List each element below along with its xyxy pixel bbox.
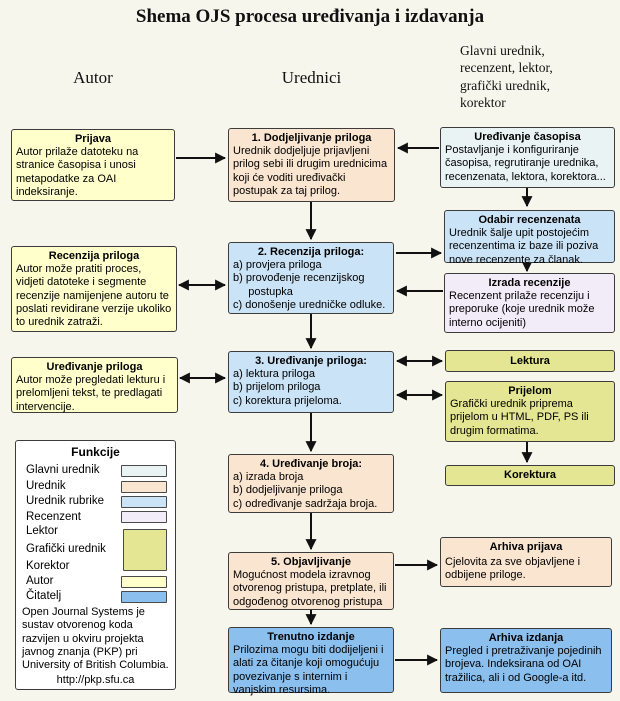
box-uredjivanje-autor-title: Uređivanje priloga bbox=[46, 361, 143, 373]
box-uredjivanje-casopisa: Uređivanje časopisa Postavljanje i konfi… bbox=[440, 127, 615, 188]
legend-swatch-lektor-grafik-korektor bbox=[123, 528, 167, 571]
legend-swatch-recenzent bbox=[121, 511, 167, 524]
legend-label: Grafički urednik bbox=[26, 542, 106, 555]
box-prijelom: Prijelom Grafički urednik priprema prije… bbox=[445, 381, 615, 442]
column-header-roles: Glavni urednik, recenzent, lektor, grafi… bbox=[460, 43, 553, 110]
box-korak4-broj: 4. Uređivanje broja: a) izrada broja b) … bbox=[228, 454, 394, 513]
column-header-autor: Autor bbox=[73, 68, 113, 87]
box-korak2-title: 2. Recenzija priloga: bbox=[257, 246, 365, 258]
box-korak4-title: 4. Uređivanje broja: bbox=[259, 458, 363, 470]
legend-label: Glavni urednik bbox=[26, 464, 100, 477]
box-izrada-recenzije: Izrada recenzije Recenzent prilaže recen… bbox=[444, 273, 615, 333]
box-arhiva-izdanja-title: Arhiva izdanja bbox=[488, 632, 564, 644]
box-trenutno-izdanje-title: Trenutno izdanje bbox=[267, 631, 355, 643]
box-arhiva-prijava-body: Cjelovita za sve objavljene i odbijene p… bbox=[445, 556, 584, 582]
box-recenzija-autor-body: Autor može pratiti proces, vidjeti datot… bbox=[16, 263, 175, 328]
box-korak5-objavljivanje: 5. Objavljivanje Mogućnost modela izravn… bbox=[228, 552, 394, 610]
box-korak1-title: 1. Dodjeljivanje priloga bbox=[251, 132, 372, 144]
box-korak2-body: a) provjera priloga b) provođenje recenz… bbox=[233, 259, 386, 311]
legend-label: Recenzent bbox=[26, 510, 81, 523]
legend-url: http://pkp.sfu.ca bbox=[56, 673, 135, 686]
legend-label: Urednik bbox=[26, 479, 66, 492]
box-odabir-recenzenata: Odabir recenzenata Urednik šalje upit po… bbox=[444, 210, 615, 266]
legend-swatch-citatelj bbox=[121, 591, 167, 604]
legend-swatch-urednik bbox=[121, 480, 167, 493]
box-arhiva-prijava-title: Arhiva prijava bbox=[489, 541, 563, 553]
legend-label: Korektor bbox=[26, 560, 70, 573]
box-korak4-body: a) izrada broja b) dodjeljivanje priloga… bbox=[233, 471, 378, 510]
box-korak5-title: 5. Objavljivanje bbox=[270, 556, 352, 568]
legend-label: Čitatelj bbox=[26, 590, 62, 603]
legend-row-autor: Autor bbox=[16, 574, 175, 589]
box-arhiva-izdanja-body: Pregled i pretraživanje pojedinih brojev… bbox=[445, 645, 605, 684]
legend-label: Urednik rubrike bbox=[26, 495, 104, 508]
box-recenzija-autor: Recenzija priloga Autor može pratiti pro… bbox=[11, 246, 177, 332]
box-korak1-dodjeljivanje: 1. Dodjeljivanje priloga Urednik dodjelj… bbox=[228, 128, 395, 202]
box-korektura-title: Korektura bbox=[504, 469, 556, 482]
column-header-urednici: Urednici bbox=[281, 68, 342, 87]
box-korak5-body: Mogućnost modela izravnog otvorenog pris… bbox=[233, 569, 390, 608]
box-odabir-recenzenata-body: Urednik šalje upit postojećim recenzenti… bbox=[449, 227, 602, 266]
box-trenutno-izdanje-body: Prilozima mogu biti dodijeljeni i alati … bbox=[233, 644, 387, 696]
box-uredjivanje-casopisa-body: Postavljanje i konfiguriranje časopisa, … bbox=[445, 144, 606, 183]
legend-title: Funkcije bbox=[71, 445, 120, 459]
box-trenutno-izdanje: Trenutno izdanje Prilozima mogu biti dod… bbox=[228, 627, 394, 696]
legend-funkcije: Funkcije Glavni urednik Urednik Urednik … bbox=[15, 440, 176, 690]
legend-row-urednik-rubrike: Urednik rubrike bbox=[16, 494, 175, 509]
box-prijava: Prijava Autor prilaže datoteku na strani… bbox=[11, 129, 175, 201]
box-korak3-title: 3. Uređivanje priloga: bbox=[255, 355, 367, 367]
box-korektura: Korektura bbox=[445, 465, 615, 486]
box-uredjivanje-autor-body: Autor može pregledati lekturu i prelomlj… bbox=[16, 374, 169, 413]
box-izrada-recenzije-title: Izrada recenzije bbox=[488, 277, 571, 289]
legend-swatch-autor bbox=[121, 575, 167, 588]
box-izrada-recenzije-body: Recenzent prilaže recenziju i preporuke … bbox=[449, 290, 598, 329]
legend-note: Open Journal Systems je sustav otvorenog… bbox=[22, 605, 169, 672]
legend-label: Autor bbox=[26, 574, 54, 587]
box-korak2-recenzija: 2. Recenzija priloga: a) provjera prilog… bbox=[228, 242, 394, 314]
legend-row-glavni-urednik: Glavni urednik bbox=[16, 463, 175, 478]
box-lektura: Lektura bbox=[445, 350, 615, 372]
box-korak1-body: Urednik dodjeljuje prijavljeni prilog se… bbox=[233, 145, 391, 197]
legend-label: Lektor bbox=[26, 525, 58, 538]
box-prijelom-body: Grafički urednik priprema prijelom u HTM… bbox=[450, 398, 592, 437]
legend-row-recenzent: Recenzent bbox=[16, 510, 175, 525]
box-lektura-title: Lektura bbox=[510, 354, 550, 367]
box-uredjivanje-casopisa-title: Uređivanje časopisa bbox=[474, 131, 581, 143]
box-uredjivanje-autor: Uređivanje priloga Autor može pregledati… bbox=[11, 357, 178, 413]
legend-swatch-glavni-urednik bbox=[121, 465, 167, 478]
box-recenzija-autor-title: Recenzija priloga bbox=[48, 250, 140, 262]
box-arhiva-prijava: Arhiva prijava Cjelovita za sve objavlje… bbox=[440, 537, 612, 587]
legend-row-lektor-grafik-korektor: Lektor Grafički urednik Korektor bbox=[16, 525, 175, 574]
legend-row-citatelj: Čitatelj bbox=[16, 589, 175, 604]
box-prijelom-title: Prijelom bbox=[508, 385, 552, 397]
box-prijava-title: Prijava bbox=[74, 133, 112, 145]
box-arhiva-izdanja: Arhiva izdanja Pregled i pretraživanje p… bbox=[440, 628, 612, 693]
box-odabir-recenzenata-title: Odabir recenzenata bbox=[478, 214, 581, 226]
box-prijava-body: Autor prilaže datoteku na stranice časop… bbox=[16, 146, 142, 198]
box-korak3-body: a) lektura priloga b) prijelom priloga c… bbox=[233, 368, 342, 407]
page-title: Shema OJS procesa uređivanja i izdavanja bbox=[135, 6, 485, 27]
legend-swatch-urednik-rubrike bbox=[121, 495, 167, 508]
legend-row-urednik: Urednik bbox=[16, 479, 175, 494]
box-korak3-uredjivanje: 3. Uređivanje priloga: a) lektura prilog… bbox=[228, 351, 394, 413]
